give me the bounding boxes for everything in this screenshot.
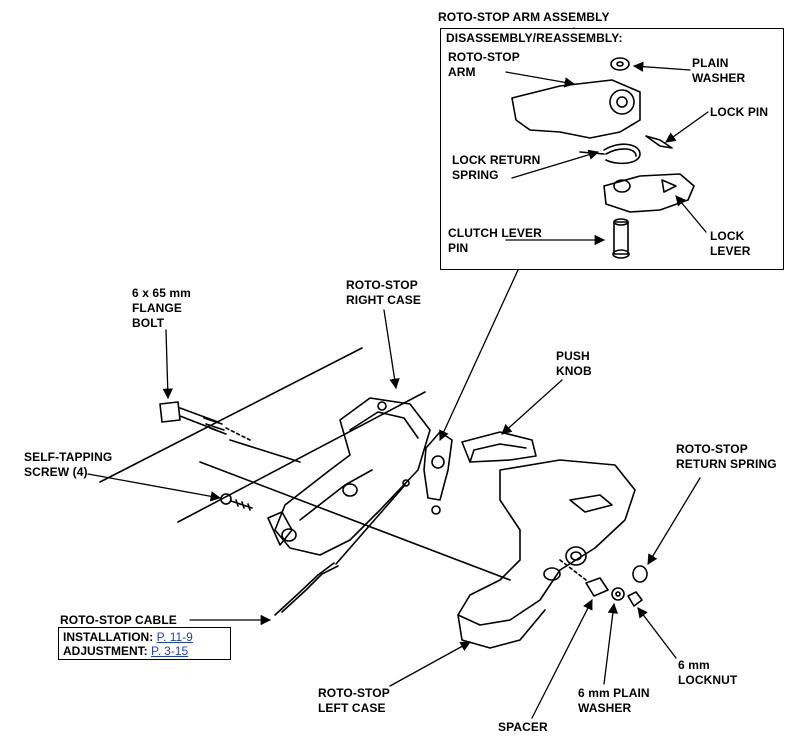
push-knob-part	[461, 431, 537, 463]
label-roto-stop-cable: ROTO-STOP CABLE	[60, 613, 177, 627]
adjustment-label: ADJUSTMENT:	[63, 644, 148, 658]
installation-link[interactable]: P. 11-9	[156, 630, 193, 644]
label-locknut: 6 mm LOCKNUT	[678, 658, 738, 687]
inset-frame	[440, 28, 784, 270]
label-spacer: SPACER	[498, 720, 548, 734]
label-plain-washer-6mm: 6 mm PLAIN WASHER	[578, 686, 650, 715]
adjustment-row: ADJUSTMENT: P. 3-15	[63, 644, 226, 658]
cable-part	[274, 479, 410, 616]
label-return-spring: ROTO-STOP RETURN SPRING	[676, 442, 777, 471]
label-self-tapping-screw: SELF-TAPPING SCREW (4)	[24, 450, 113, 479]
label-push-knob: PUSH KNOB	[556, 349, 592, 378]
label-roto-stop-arm: ROTO-STOP ARM	[448, 50, 520, 79]
flange-bolt-part	[159, 401, 251, 441]
left-case-part	[457, 459, 636, 649]
label-right-case: ROTO-STOP RIGHT CASE	[346, 278, 422, 307]
label-lock-return-spring: LOCK RETURN SPRING	[452, 153, 541, 182]
label-plain-washer: PLAIN WASHER	[692, 56, 746, 85]
label-left-case: ROTO-STOP LEFT CASE	[318, 686, 390, 715]
label-lock-lever: LOCK LEVER	[710, 229, 751, 258]
arm-assembly-installed	[423, 431, 453, 515]
inset-subtitle: DISASSEMBLY/REASSEMBLY:	[446, 31, 623, 45]
inset-title: ROTO-STOP ARM ASSEMBLY	[438, 10, 610, 24]
label-lock-pin: LOCK PIN	[710, 105, 769, 119]
installation-label: INSTALLATION:	[63, 630, 154, 644]
installation-row: INSTALLATION: P. 11-9	[63, 630, 226, 644]
adjustment-link[interactable]: P. 3-15	[151, 644, 189, 658]
right-case-part	[267, 397, 431, 556]
reference-box: INSTALLATION: P. 11-9 ADJUSTMENT: P. 3-1…	[58, 627, 231, 660]
label-clutch-lever-pin: CLUTCH LEVER PIN	[448, 226, 542, 255]
hardware-stack-parts	[559, 559, 648, 607]
leader-lines	[87, 27, 709, 719]
label-flange-bolt: 6 x 65 mm FLANGE BOLT	[132, 286, 191, 330]
